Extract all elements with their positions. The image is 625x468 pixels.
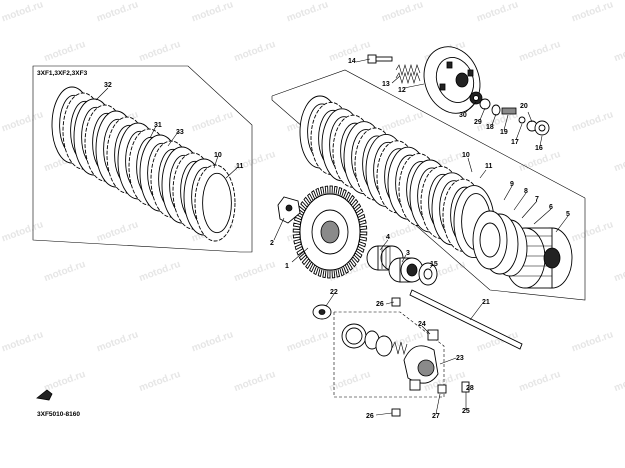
watermark-layer: motod.ru motod.ru motod.ru motod.ru motod.ru… xyxy=(0,0,625,394)
watermark-text: motod.ru xyxy=(570,329,614,354)
spacer xyxy=(388,257,424,283)
thrust-washer xyxy=(418,262,438,286)
watermark-text: motod.ru xyxy=(0,0,44,24)
watermark-text: motod.ru xyxy=(95,0,139,24)
push-rod-small-parts xyxy=(469,91,550,136)
watermark-text: motod.ru xyxy=(518,149,562,174)
watermark-text: motod.ru xyxy=(613,149,625,174)
callout-29: 29 xyxy=(474,119,482,126)
release-assembly xyxy=(333,311,470,417)
watermark-text: motod.ru xyxy=(475,0,519,24)
leader-lines xyxy=(95,58,569,416)
callout-33: 33 xyxy=(176,129,184,136)
watermark-text: motod.ru xyxy=(190,329,234,354)
callout-14: 14 xyxy=(348,58,356,65)
watermark-text: motod.ru xyxy=(138,369,182,394)
callout-13: 13 xyxy=(382,81,390,88)
callout-19: 19 xyxy=(500,129,508,136)
callout-2: 2 xyxy=(270,240,274,247)
main-plate-stack xyxy=(299,95,495,259)
callout-6: 6 xyxy=(549,204,553,211)
watermark-text: motod.ru xyxy=(285,0,329,24)
gear-boss xyxy=(277,196,301,224)
callout-31: 31 xyxy=(154,122,162,129)
pin-upper xyxy=(391,297,401,307)
watermark-text: motod.ru xyxy=(233,259,277,284)
watermark-text: motod.ru xyxy=(613,39,625,64)
callout-18: 18 xyxy=(486,124,494,131)
watermark-text: motod.ru xyxy=(0,219,44,244)
callout-32: 32 xyxy=(104,82,112,89)
pressure-plate-hub xyxy=(455,72,469,88)
callout-12: 12 xyxy=(398,87,406,94)
callout-9: 9 xyxy=(510,181,514,188)
watermark-text: motod.ru xyxy=(285,329,329,354)
watermark-text: motod.ru xyxy=(233,369,277,394)
callout-11-inset: 11 xyxy=(236,163,244,170)
callout-labels: 14 13 12 30 29 18 19 17 20 16 10 11 9 8 … xyxy=(104,58,570,420)
callout-30: 30 xyxy=(459,112,467,119)
callout-15: 15 xyxy=(430,261,438,268)
callout-28: 28 xyxy=(466,385,474,392)
watermark-text: motod.ru xyxy=(190,0,234,24)
watermark-text: motod.ru xyxy=(43,259,87,284)
watermark-text: motod.ru xyxy=(0,109,44,134)
direction-arrow-icon xyxy=(36,389,53,401)
watermark-text: motod.ru xyxy=(380,109,424,134)
watermark-text: motod.ru xyxy=(570,0,614,24)
callout-11-main: 11 xyxy=(485,163,493,170)
callout-25: 25 xyxy=(462,408,470,415)
callout-21: 21 xyxy=(482,299,490,306)
callout-10-main: 10 xyxy=(462,152,470,159)
clutch-boss-washers xyxy=(472,210,528,277)
watermark-text: motod.ru xyxy=(138,259,182,284)
watermark-text: motod.ru xyxy=(613,369,625,394)
variant-inset: 3XF1,3XF2,3XF3 xyxy=(32,65,253,253)
inset-plate-stack xyxy=(51,86,236,242)
watermark-text: motod.ru xyxy=(138,39,182,64)
callout-1: 1 xyxy=(285,263,289,270)
watermark-text: motod.ru xyxy=(518,39,562,64)
main-pack-outline xyxy=(271,69,586,301)
figure-code: 3XF5010-8160 xyxy=(37,411,80,418)
push-rod xyxy=(409,289,523,350)
callout-16: 16 xyxy=(535,145,543,152)
watermark-text: motod.ru xyxy=(613,259,625,284)
callout-22: 22 xyxy=(330,289,338,296)
callout-27: 27 xyxy=(432,413,440,420)
callout-23: 23 xyxy=(456,355,464,362)
callout-8: 8 xyxy=(524,188,528,195)
watermark-text: motod.ru xyxy=(570,219,614,244)
callout-17: 17 xyxy=(511,139,519,146)
callout-26-lower: 26 xyxy=(366,413,374,420)
callout-4: 4 xyxy=(386,234,390,241)
watermark-text: motod.ru xyxy=(570,109,614,134)
callout-26-upper: 26 xyxy=(376,301,384,308)
callout-3: 3 xyxy=(406,250,410,257)
watermark-text: motod.ru xyxy=(380,0,424,24)
watermark-text: motod.ru xyxy=(518,369,562,394)
callout-5: 5 xyxy=(566,211,570,218)
callout-20: 20 xyxy=(520,103,528,110)
watermark-text: motod.ru xyxy=(95,329,139,354)
variant-label: 3XF1,3XF2,3XF3 xyxy=(37,70,88,77)
watermark-text: motod.ru xyxy=(233,39,277,64)
callout-10-inset: 10 xyxy=(214,152,222,159)
watermark-text: motod.ru xyxy=(43,39,87,64)
callout-24: 24 xyxy=(418,321,426,328)
primary-driven-gear xyxy=(292,185,368,279)
watermark-text: motod.ru xyxy=(190,109,234,134)
watermark-text: motod.ru xyxy=(233,149,277,174)
watermark-text: motod.ru xyxy=(43,369,87,394)
watermark-text: motod.ru xyxy=(0,329,44,354)
clutch-spring xyxy=(395,63,421,85)
clutch-bolt xyxy=(367,54,393,64)
watermark-text: motod.ru xyxy=(95,219,139,244)
plate-inner-ring xyxy=(202,172,232,234)
callout-7: 7 xyxy=(535,196,539,203)
push-ball xyxy=(312,304,332,320)
